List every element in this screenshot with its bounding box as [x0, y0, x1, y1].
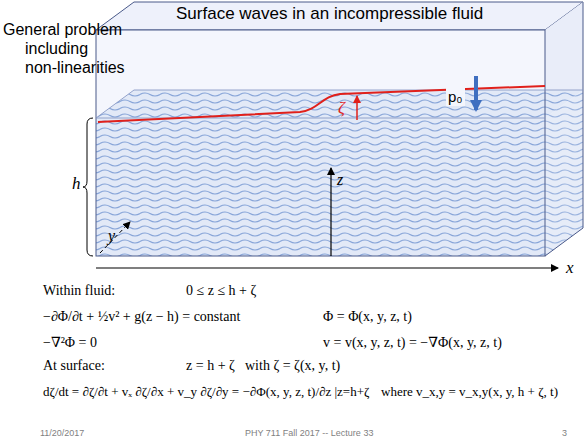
depth-label: h — [72, 174, 81, 194]
equation: v = v(x, y, z, t) = −∇Φ(x, y, z, t) — [323, 335, 502, 352]
tank-top-face — [96, 2, 583, 30]
x-axis — [96, 267, 558, 268]
equation: where v_x,y = v_x,y(x, y, h + ζ, t) — [381, 384, 581, 400]
fluid-front — [96, 118, 545, 256]
equation: Φ = Φ(x, y, z, t) — [323, 309, 412, 326]
equation: with ζ = ζ(x, y, t) — [245, 358, 340, 375]
equation: −∇²Φ = 0 — [43, 335, 97, 352]
equation: dζ/dt = ∂ζ/∂t + vₓ ∂ζ/∂x + v_y ∂ζ/∂y = −… — [43, 384, 373, 400]
note-text: General problem including non-linearitie… — [3, 20, 151, 78]
z-axis — [330, 168, 331, 256]
slide-title: Surface waves in an incompressible fluid — [176, 4, 483, 24]
axis-label: y — [108, 226, 115, 245]
tank-side-edge — [545, 2, 583, 256]
equation: z = h + ζ — [186, 358, 235, 375]
equation: 0 ≤ z ≤ h + ζ — [186, 283, 256, 300]
axis-label: x — [566, 258, 574, 278]
h-bracket — [83, 118, 93, 256]
fluid-side — [545, 90, 583, 256]
pressure-label: p₀ — [446, 88, 465, 106]
pressure-arrow — [474, 76, 478, 110]
zeta-label: ζ — [338, 98, 345, 118]
y-axis — [100, 222, 130, 253]
axis-label: z — [337, 170, 343, 189]
footer-course: PHY 711 Fall 2017 -- Lecture 33 — [245, 428, 373, 439]
equation: −∂Φ/∂t + ½v² + g(z − h) = constant — [43, 309, 240, 326]
equation-heading: Within fluid: — [43, 283, 115, 300]
page-number: 3 — [562, 428, 567, 439]
tank-front-edge — [96, 30, 545, 256]
footer-date: 11/20/2017 — [40, 428, 84, 439]
zeta-arrow — [356, 96, 358, 120]
equation-heading: At surface: — [43, 358, 105, 375]
